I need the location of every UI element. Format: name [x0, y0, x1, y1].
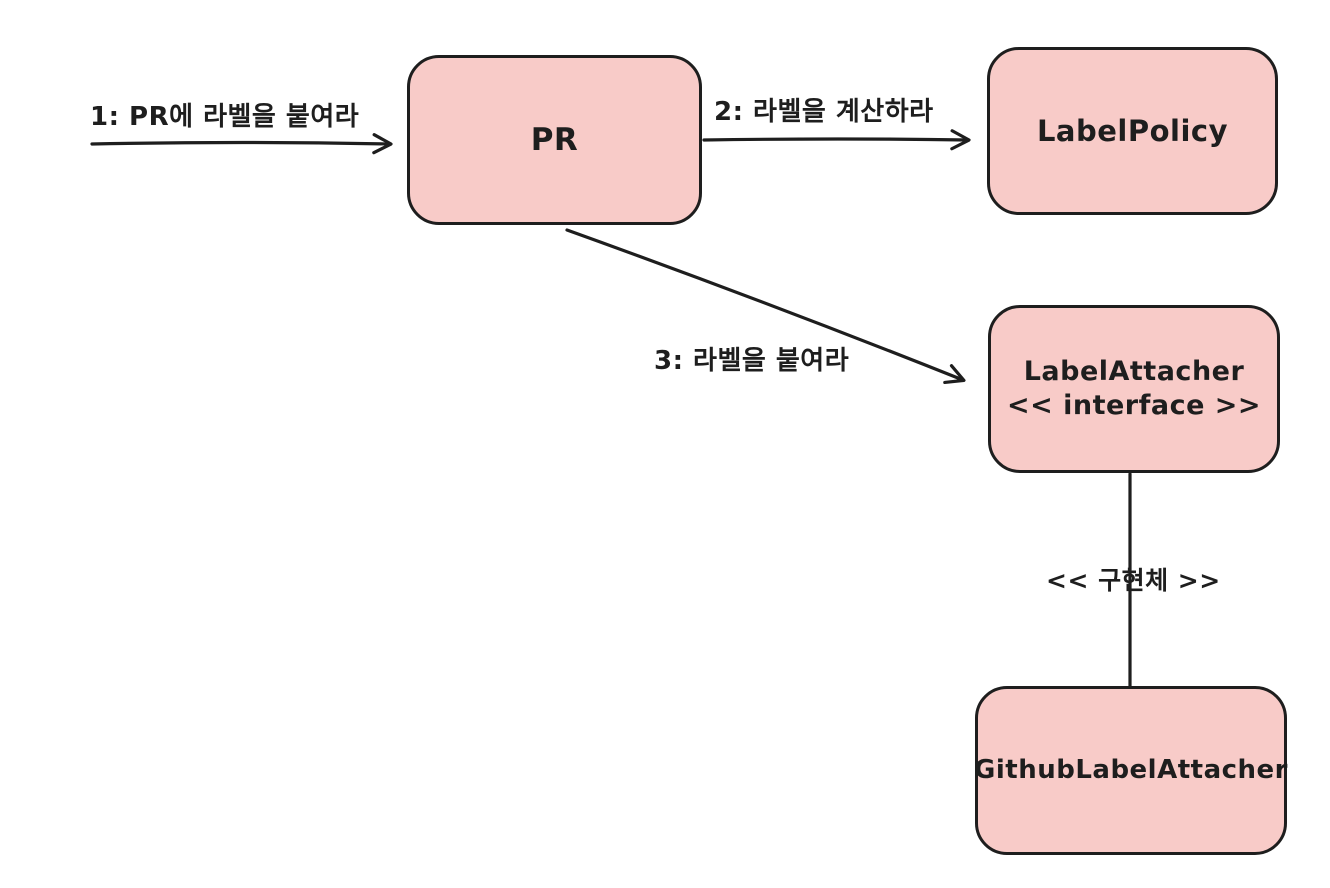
node-pr: PR	[407, 55, 702, 225]
node-github-label-attacher: GithubLabelAttacher	[974, 686, 1288, 855]
node-label-attacher-stereotype: << interface >>	[1006, 390, 1262, 421]
node-github-label-attacher-label: GithubLabelAttacher	[974, 755, 1288, 786]
node-label-attacher: LabelAttacher << interface >>	[988, 305, 1280, 473]
node-label-policy-label: LabelPolicy	[1036, 113, 1229, 148]
arrow-2-calculate-label	[702, 129, 971, 151]
node-pr-label: PR	[530, 121, 579, 158]
node-label-attacher-label: LabelAttacher	[1023, 356, 1245, 388]
implementation-label: << 구현체 >>	[1046, 566, 1221, 595]
arrow-1-label: 1: PR에 라벨을 붙여라	[90, 102, 360, 132]
arrow-1-request-label	[90, 133, 393, 155]
node-label-policy: LabelPolicy	[987, 47, 1278, 215]
arrow-2-label: 2: 라벨을 계산하라	[714, 97, 934, 127]
arrow-3-label: 3: 라벨을 붙여라	[654, 346, 850, 376]
